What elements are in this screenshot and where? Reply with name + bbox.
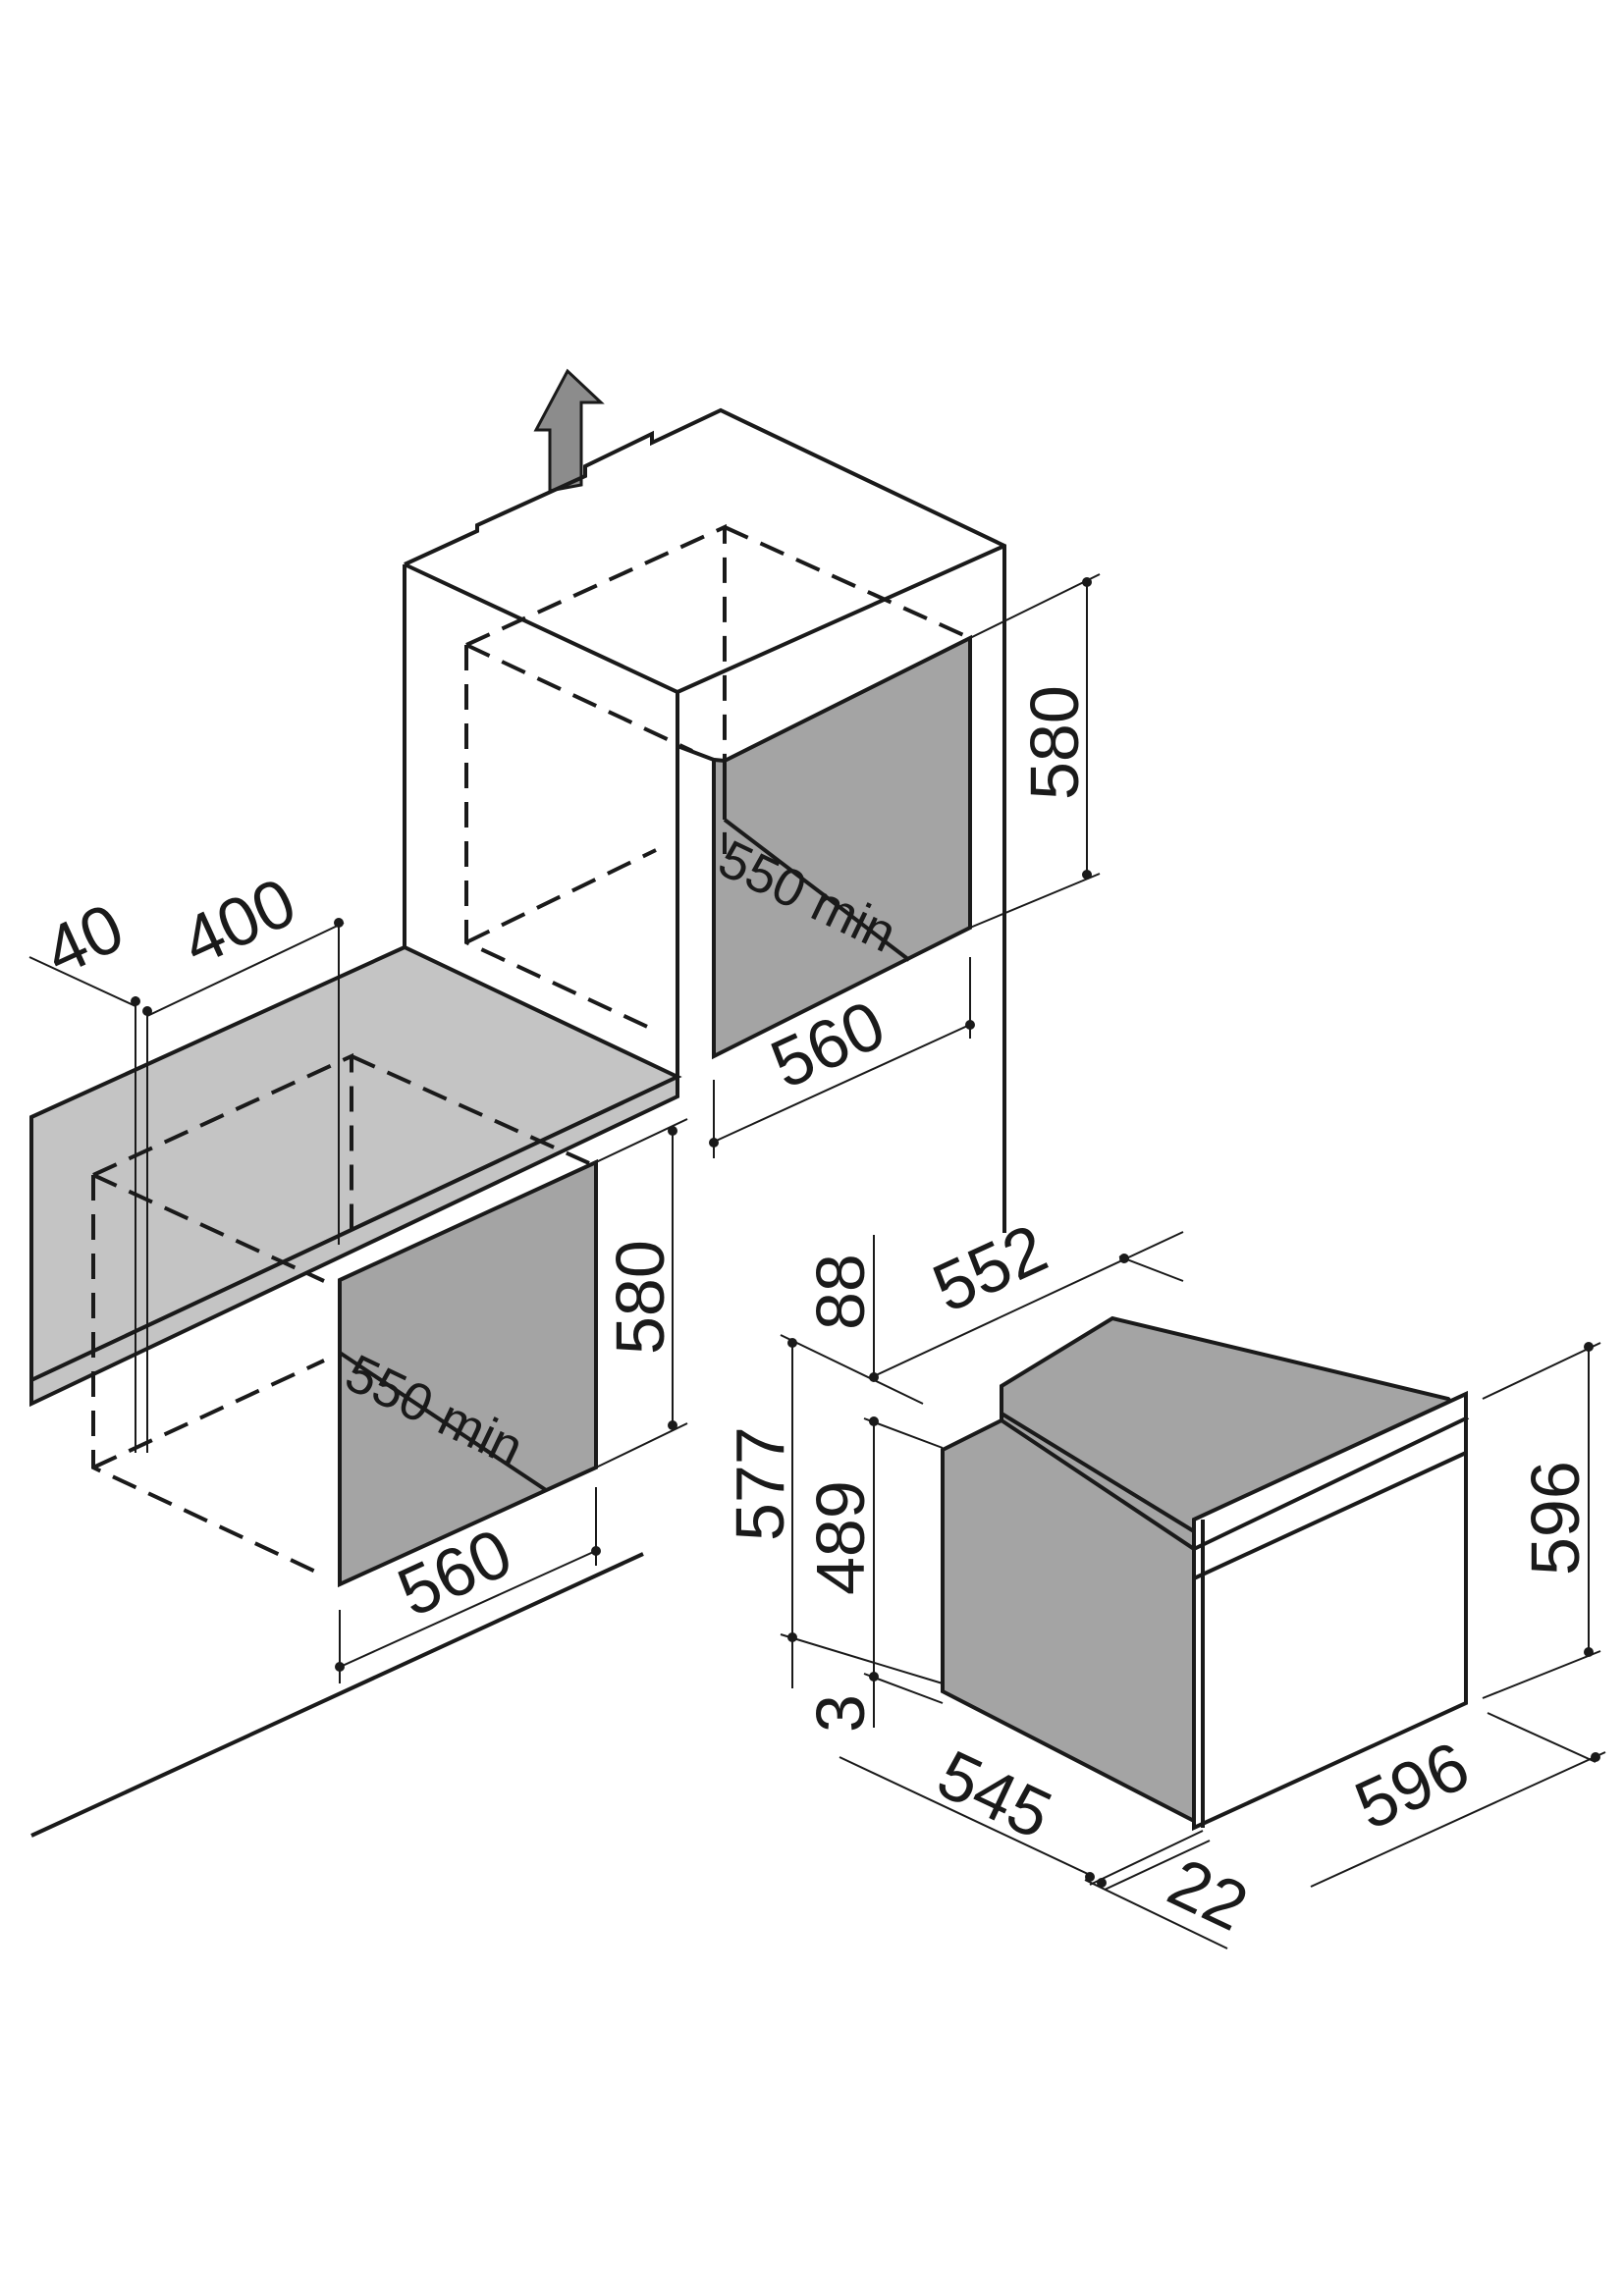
- oven-body-depth-label: 545: [927, 1735, 1063, 1853]
- oven-top-label: 88: [802, 1254, 879, 1330]
- oven-cavity-height-label: 489: [802, 1480, 879, 1595]
- oven-front-height-label: 577: [722, 1426, 798, 1541]
- counter-gap-label: 40: [33, 888, 135, 989]
- oven-height-label: 596: [1517, 1461, 1594, 1575]
- oven-bottom-label: 3: [802, 1694, 879, 1733]
- under-counter-cabinet: [91, 1052, 598, 1588]
- countertop: [29, 944, 682, 1408]
- counter-depth-label: 400: [171, 863, 307, 981]
- tall-niche-back-panel: [712, 634, 972, 1060]
- ventilation-arrow-icon: [533, 368, 605, 493]
- tall-cabinet: [403, 407, 1006, 1233]
- dimension-lines: [28, 573, 1606, 1949]
- tall-height-label: 580: [1016, 685, 1093, 800]
- cabinet-depth-label: 552: [922, 1209, 1058, 1327]
- floor-line: [30, 1552, 644, 1838]
- dimension-dots: [131, 577, 1600, 1888]
- oven: [941, 1315, 1470, 1832]
- under-height-label: 580: [602, 1240, 678, 1355]
